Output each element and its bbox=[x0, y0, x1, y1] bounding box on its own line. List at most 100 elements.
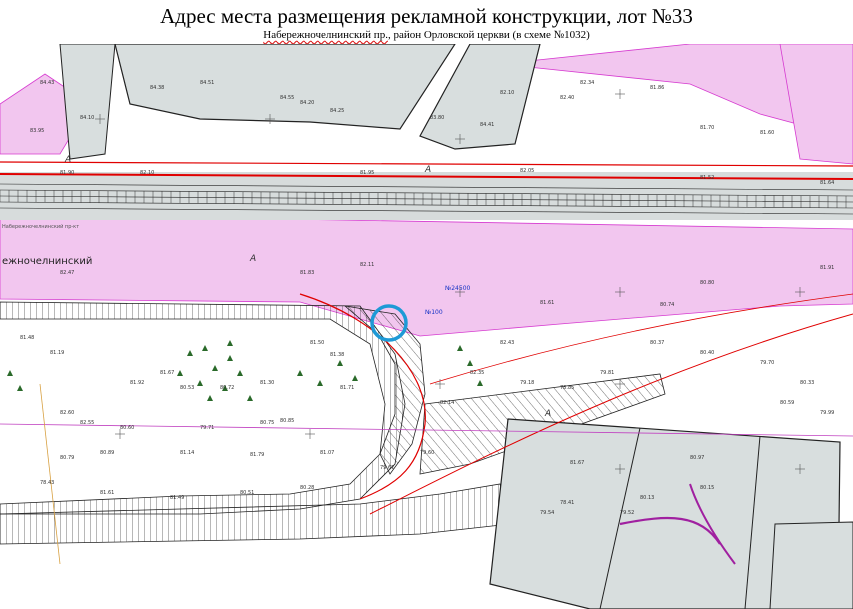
elevation-label: 82.10 bbox=[140, 170, 154, 176]
elevation-label: 80.15 bbox=[700, 485, 714, 491]
site-plan-map: ежночелнинский Набережночелнинский пр-кт… bbox=[0, 44, 853, 609]
tree-icon bbox=[197, 380, 203, 386]
elevation-label: 79.54 bbox=[540, 510, 554, 516]
purple-line-horizontal bbox=[0, 423, 853, 437]
elevation-label: 80.79 bbox=[60, 455, 74, 461]
elevation-label: 79.60 bbox=[420, 450, 434, 456]
elevation-label: 81.95 bbox=[360, 170, 374, 176]
elevation-label: 79.52 bbox=[620, 510, 634, 516]
elevation-label: 80.72 bbox=[220, 385, 234, 391]
elevation-label: 81.83 bbox=[300, 270, 314, 276]
zone-label-3: А bbox=[424, 165, 431, 175]
zone-label-4: А bbox=[544, 409, 551, 419]
gray-block-bottom-right bbox=[489, 418, 841, 609]
elevation-label: 81.86 bbox=[650, 85, 664, 91]
elevation-label: 81.49 bbox=[170, 495, 184, 501]
elevation-label: 81.91 bbox=[820, 265, 834, 271]
elevation-label: 82.34 bbox=[580, 80, 594, 86]
elevation-label: 82.40 bbox=[560, 95, 574, 101]
pink-zone-top-right bbox=[499, 44, 853, 140]
elevation-label: 79.67 bbox=[380, 465, 394, 471]
elevation-label: 81.52 bbox=[700, 175, 714, 181]
tree-icon bbox=[177, 370, 183, 376]
tree-icon bbox=[7, 370, 13, 376]
orange-line-vertical bbox=[39, 383, 61, 565]
elevation-label: 82.47 bbox=[60, 270, 74, 276]
elevation-label: 83.80 bbox=[430, 115, 444, 121]
elevation-label: 80.33 bbox=[800, 380, 814, 386]
rail-ties bbox=[0, 190, 847, 208]
elevation-label: 81.92 bbox=[130, 380, 144, 386]
tree-icon bbox=[187, 350, 193, 356]
street-label-small: Набережночелнинский пр-кт bbox=[2, 223, 79, 230]
elevation-label: 81.79 bbox=[250, 452, 264, 458]
purple-curve-right bbox=[619, 516, 721, 545]
red-curve-road-2 bbox=[369, 313, 853, 515]
gray-block-top bbox=[114, 44, 456, 130]
tree-icon bbox=[227, 355, 233, 361]
subtitle-street: Набережночелнинский пр. bbox=[263, 29, 388, 41]
tree-icon bbox=[457, 345, 463, 351]
elevation-label: 79.71 bbox=[200, 425, 214, 431]
elevation-label: 79.70 bbox=[760, 360, 774, 366]
grid-crosses bbox=[95, 89, 805, 474]
elevation-label: 81.19 bbox=[50, 350, 64, 356]
elevation-label: 81.07 bbox=[320, 450, 334, 456]
header: Адрес места размещения рекламной констру… bbox=[0, 0, 853, 44]
tree-icon bbox=[317, 380, 323, 386]
gray-block-bottom-right-edge bbox=[769, 521, 853, 609]
elevation-label: 81.61 bbox=[100, 490, 114, 496]
elevation-label: 82.14 bbox=[440, 400, 454, 406]
elevation-label: 80.51 bbox=[240, 490, 254, 496]
elevation-label: 84.43 bbox=[40, 80, 54, 86]
tree-icon bbox=[297, 370, 303, 376]
elevation-label: 84.10 bbox=[80, 115, 94, 121]
elevation-label: 78.41 bbox=[560, 500, 574, 506]
elevation-label: 78.43 bbox=[40, 480, 54, 486]
elevation-label: 82.60 bbox=[60, 410, 74, 416]
elevation-label: 80.53 bbox=[180, 385, 194, 391]
elevation-label: 82.43 bbox=[500, 340, 514, 346]
gray-block-bottom-dividers bbox=[599, 427, 761, 609]
elevation-label: 81.48 bbox=[20, 335, 34, 341]
subtitle-rest: , район Орловской церкви (в схеме №1032) bbox=[387, 29, 590, 41]
tree-icon bbox=[467, 360, 473, 366]
elevation-label: 80.89 bbox=[100, 450, 114, 456]
elevation-label: 80.28 bbox=[300, 485, 314, 491]
zone-label-2: А bbox=[64, 155, 71, 165]
elevation-label: 81.90 bbox=[60, 170, 74, 176]
elevation-label: 82.35 bbox=[470, 370, 484, 376]
elevation-label: 79.81 bbox=[600, 370, 614, 376]
red-curve-road bbox=[299, 293, 426, 500]
elevation-label: 80.97 bbox=[690, 455, 704, 461]
tree-icon bbox=[222, 385, 228, 391]
tree-icon bbox=[352, 375, 358, 381]
tree-icon bbox=[207, 395, 213, 401]
elevation-labels: 84.1083.9584.4384.3884.5184.5584.2084.25… bbox=[20, 80, 834, 516]
elevation-label: 84.20 bbox=[300, 100, 314, 106]
red-line-upper bbox=[0, 173, 853, 180]
page-title: Адрес места размещения рекламной констру… bbox=[160, 4, 693, 28]
gray-block-top-right bbox=[419, 44, 541, 150]
tree-icon bbox=[17, 385, 23, 391]
embankment-curve bbox=[343, 305, 426, 475]
elevation-label: 78.85 bbox=[560, 385, 574, 391]
street-label: ежночелнинский bbox=[2, 256, 92, 267]
lot-number-label: №100 bbox=[425, 309, 443, 316]
elevation-label: 83.95 bbox=[30, 128, 44, 134]
elevation-label: 82.11 bbox=[360, 262, 374, 268]
elevation-label: 81.61 bbox=[540, 300, 554, 306]
zone-label-1: А bbox=[249, 254, 256, 264]
elevation-label: 81.38 bbox=[330, 352, 344, 358]
elevation-label: 81.64 bbox=[820, 180, 834, 186]
elevation-label: 81.67 bbox=[160, 370, 174, 376]
elevation-label: 80.40 bbox=[700, 350, 714, 356]
page-subtitle: Набережночелнинский пр., район Орловской… bbox=[0, 29, 853, 41]
tree-icon bbox=[337, 360, 343, 366]
elevation-label: 81.70 bbox=[700, 125, 714, 131]
elevation-label: 79.18 bbox=[520, 380, 534, 386]
tree-icon bbox=[227, 340, 233, 346]
elevation-label: 84.55 bbox=[280, 95, 294, 101]
elevation-label: 81.67 bbox=[570, 460, 584, 466]
tree-icon bbox=[477, 380, 483, 386]
